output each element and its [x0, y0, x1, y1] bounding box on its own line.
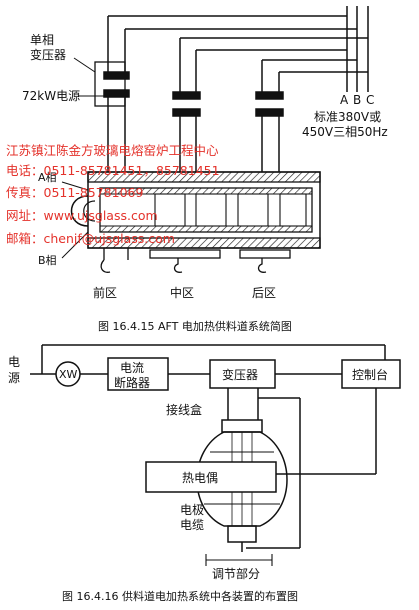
- junction-box: [221, 419, 263, 433]
- junction-box-label: 接线盒: [166, 402, 202, 417]
- supply-spec-line1: 标准380V或: [314, 110, 381, 124]
- zone-rear: 后区: [252, 286, 276, 300]
- xw-label: XW: [59, 368, 78, 381]
- thermocouple-label: 热电偶: [182, 471, 218, 485]
- thermocouple-box: [145, 461, 277, 493]
- console-label: 控制台: [352, 367, 388, 382]
- label-phase-a: A相: [38, 171, 57, 184]
- watermark: 江苏镇江陈金方玻璃电熔窑炉工程中心 电话：0511-85781451，85781…: [6, 143, 220, 246]
- phase-label-b: B: [353, 93, 361, 107]
- console-box: [341, 359, 401, 389]
- zone-front: 前区: [93, 285, 117, 300]
- watermark-line-4: 网址：www.ujsglass.com: [6, 208, 158, 223]
- transformer-label: 变压器: [222, 367, 258, 382]
- figure2: [30, 344, 401, 566]
- caption-fig-16-4-16: 图 16.4.16 供料道电加热系统中各装置的布置图: [62, 589, 298, 603]
- phase-label-a: A: [340, 93, 349, 107]
- transformer-left: [94, 61, 126, 107]
- breaker-label: 电流 断路器: [114, 361, 150, 390]
- zone-middle: 中区: [170, 285, 194, 300]
- electrode-cable-label: 电极 电缆: [180, 503, 208, 532]
- phase-label-c: C: [366, 93, 374, 107]
- adjust-label: 调节部分: [212, 566, 260, 581]
- supply-spec-line2: 450V三相50Hz: [302, 125, 388, 139]
- label-phase-b: B相: [38, 254, 57, 267]
- label-power-72kw: 72kW电源: [22, 89, 80, 103]
- watermark-line-3: 传真：0511-85781069: [6, 185, 143, 200]
- forehearth-channel: [70, 171, 321, 249]
- electrode-body: [196, 431, 288, 527]
- watermark-line-5: 邮箱：chenjf@ujsglass.com: [6, 231, 175, 246]
- label-single-phase-transformer: 单相 变压器: [30, 33, 66, 62]
- figure1: [70, 6, 369, 273]
- watermark-line-1: 江苏镇江陈金方玻璃电熔窑炉工程中心: [6, 143, 219, 158]
- zone-connectors: [100, 248, 291, 273]
- caption-fig-16-4-15: 图 16.4.15 AFT 电加热供料道系统简图: [98, 319, 292, 333]
- watermark-line-2: 电话：0511-85781451，85781451: [6, 163, 220, 178]
- label-power-source: 电 源: [8, 355, 24, 385]
